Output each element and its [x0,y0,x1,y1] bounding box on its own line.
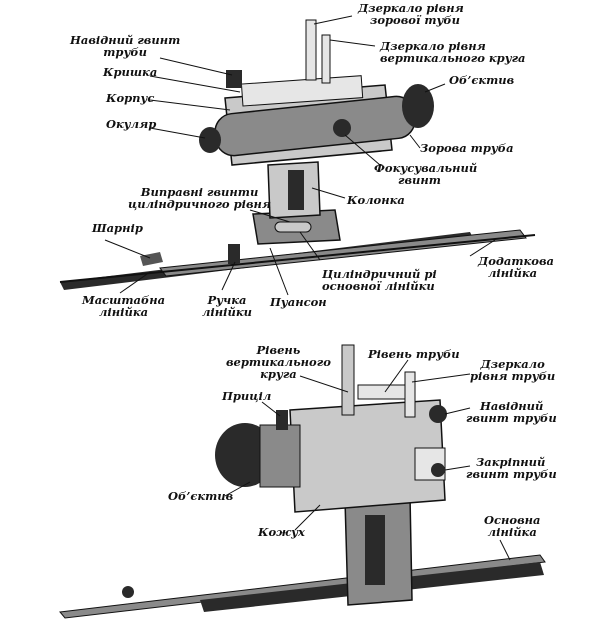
bottom-instrument [59,344,546,619]
label-scale-ruler: Масштабна лінійка [82,293,166,319]
label-objective-bottom: Об’єктив [168,489,234,503]
guide-screw-tube [429,405,447,423]
label-focusing-screw: Фокусувальний гвинт [374,161,478,187]
label-body: Корпус [106,91,155,105]
locking-screw [431,463,445,477]
label-main-ruler: Основна лінійка [484,513,541,539]
label-mirror-tube-level: Дзеркало рівня труби [470,357,556,383]
label-cover: Кришка [103,65,158,79]
label-casing: Кожух [258,525,305,539]
top-leader-lines [104,15,496,296]
ruler-handle [228,244,240,264]
label-guide-screw-tube: Навідний гвинт труби [466,399,557,425]
label-punch: Пуансон [270,295,327,309]
cover-plate [240,75,364,107]
label-guide-screw: Навідний гвинт труби [70,33,181,59]
focusing-screw [333,119,351,137]
label-sight: Приціл [222,389,272,403]
label-ruler-handle: Ручка лінійки [202,293,253,319]
label-hinge: Шарнір [92,221,143,235]
mirror-tube-level [404,371,416,418]
vertical-circle-level [341,344,355,416]
label-telescope-tube: Зорова труба [420,141,514,155]
label-locking-screw: Закріпний гвинт труби [466,455,557,481]
hinge [140,252,163,266]
label-additional-ruler: Додаткова лінійка [478,254,554,280]
label-tube-level: Рівень труби [368,347,460,361]
cylindrical-level-vial [274,221,312,233]
label-objective-top: Об’єктив [449,73,515,87]
label-eyepiece: Окуляр [106,117,157,131]
guide-screw [226,70,242,88]
main-ruler [59,554,546,619]
label-mirror-sight-tube: Дзеркало рівня зорової туби [358,1,464,27]
mirror-vertical-circle [321,34,331,84]
label-mirror-vertical-circle: Дзеркало рівня вертикального круга [380,39,526,65]
sight [276,410,288,430]
bottom-leader-lines [224,359,511,561]
objective [402,84,434,128]
top-instrument [59,19,536,290]
ruler-edge [59,234,536,283]
label-vertical-circle-level: Рівень вертикального круга [226,343,331,381]
label-adjusting-screws: Виправні гвинти циліндричного рівня [128,185,272,211]
mirror-sight-tube [305,19,317,81]
label-column: Колонка [347,193,405,207]
label-cylindrical-level: Циліндричний рі основної лінійки [322,267,437,293]
eyepiece [199,127,221,153]
